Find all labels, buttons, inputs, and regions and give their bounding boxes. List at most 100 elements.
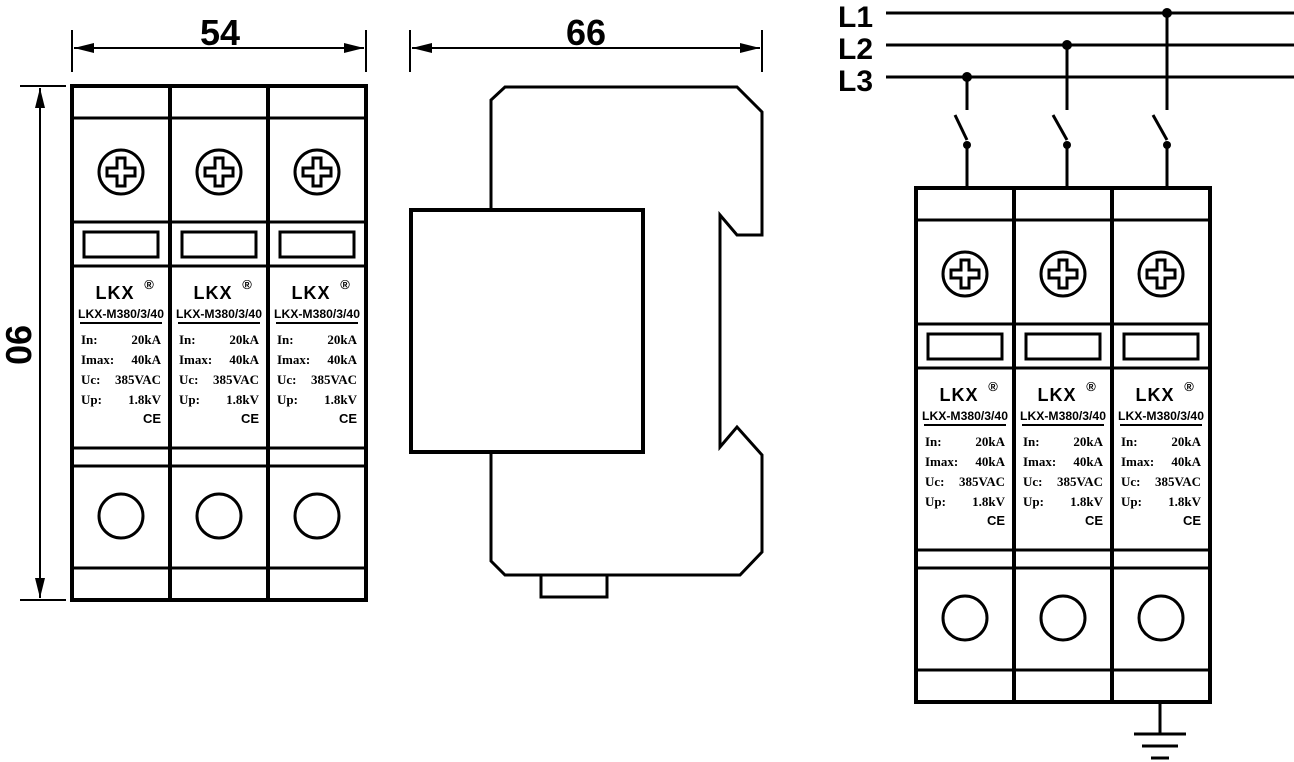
wired-status-window xyxy=(1024,332,1102,361)
front-spec-label: In: xyxy=(277,332,294,347)
switch-right xyxy=(1151,114,1169,141)
wired-status-window xyxy=(926,332,1004,361)
front-spec-value: 385VAC xyxy=(213,372,259,387)
front-ce-mark: CE xyxy=(241,411,259,426)
front-registered-mark: ® xyxy=(144,277,154,292)
wired-spec-label: Imax: xyxy=(1121,454,1154,469)
depth-label: 66 xyxy=(566,12,606,53)
wired-spec-value: 385VAC xyxy=(1155,474,1201,489)
side-view xyxy=(409,85,764,599)
front-spec-label: Uc: xyxy=(81,372,101,387)
wired-spec-value: 40kA xyxy=(1171,454,1201,469)
width-dimension: 54 xyxy=(71,12,367,72)
wired-brand: LKX xyxy=(1038,385,1077,405)
side-din-latch xyxy=(539,573,609,599)
switch-left xyxy=(953,114,969,141)
front-registered-mark: ® xyxy=(242,277,252,292)
wired-spec-label: Up: xyxy=(1023,494,1044,509)
front-spec-label: Up: xyxy=(277,392,298,407)
front-bottom-terminal xyxy=(97,492,145,540)
front-spec-label: Up: xyxy=(179,392,200,407)
wired-spec-value: 1.8kV xyxy=(1168,494,1201,509)
front-brand: LKX xyxy=(292,283,331,303)
front-brand: LKX xyxy=(194,283,233,303)
front-model: LKX-M380/3/40 xyxy=(274,309,360,321)
height-dimension: 90 xyxy=(0,85,66,601)
side-housing-outline xyxy=(489,85,764,577)
front-spec-value: 385VAC xyxy=(311,372,357,387)
front-bottom-terminal xyxy=(293,492,341,540)
wired-model: LKX-M380/3/40 xyxy=(1020,411,1106,423)
wired-spec-label: In: xyxy=(1023,434,1040,449)
wired-ce-mark: CE xyxy=(987,513,1005,528)
wired-spec-value: 385VAC xyxy=(959,474,1005,489)
phase-label-l2: L2 xyxy=(838,33,873,66)
phase-label-l1: L1 xyxy=(838,1,873,34)
ground-symbol xyxy=(1134,702,1186,760)
front-spec-value: 40kA xyxy=(327,352,357,367)
front-model: LKX-M380/3/40 xyxy=(78,309,164,321)
wired-spec-value: 385VAC xyxy=(1057,474,1103,489)
front-registered-mark: ® xyxy=(340,277,350,292)
front-spec-value: 20kA xyxy=(131,332,161,347)
wired-ce-mark: CE xyxy=(1183,513,1201,528)
depth-dimension: 66 xyxy=(409,12,763,72)
front-spec-label: In: xyxy=(81,332,98,347)
front-spec-value: 1.8kV xyxy=(324,392,357,407)
front-model: LKX-M380/3/40 xyxy=(176,309,262,321)
wired-spec-label: Up: xyxy=(925,494,946,509)
front-spec-label: Uc: xyxy=(277,372,297,387)
front-status-window xyxy=(180,230,258,259)
wired-ce-mark: CE xyxy=(1085,513,1103,528)
front-bottom-terminal xyxy=(195,492,243,540)
front-spec-label: Up: xyxy=(81,392,102,407)
wired-status-window xyxy=(1122,332,1200,361)
wired-spec-value: 20kA xyxy=(975,434,1005,449)
switch-middle xyxy=(1051,114,1069,141)
wired-registered-mark: ® xyxy=(1184,379,1194,394)
front-spec-label: Uc: xyxy=(179,372,199,387)
front-spec-value: 1.8kV xyxy=(226,392,259,407)
wired-screw-cross-icon xyxy=(1047,258,1079,290)
wired-spec-value: 40kA xyxy=(1073,454,1103,469)
wired-spec-label: Up: xyxy=(1121,494,1142,509)
wired-registered-mark: ® xyxy=(988,379,998,394)
front-status-window xyxy=(82,230,160,259)
wired-spec-label: Uc: xyxy=(1023,474,1043,489)
front-screw-cross-icon xyxy=(301,156,333,188)
wired-spec-label: Uc: xyxy=(1121,474,1141,489)
front-spec-value: 40kA xyxy=(229,352,259,367)
front-screw-cross-icon xyxy=(203,156,235,188)
phase-label-l3: L3 xyxy=(838,65,873,98)
front-spec-value: 20kA xyxy=(229,332,259,347)
wired-bottom-terminal xyxy=(1039,594,1087,642)
wired-bottom-terminal xyxy=(1137,594,1185,642)
height-label: 90 xyxy=(0,325,39,365)
front-spec-value: 1.8kV xyxy=(128,392,161,407)
front-status-window xyxy=(278,230,356,259)
wired-spec-value: 1.8kV xyxy=(972,494,1005,509)
wired-spec-label: Uc: xyxy=(925,474,945,489)
phase-lines: L1 L2 L3 xyxy=(838,1,1294,98)
width-label: 54 xyxy=(200,12,240,53)
wired-spec-value: 20kA xyxy=(1073,434,1103,449)
front-spec-value: 385VAC xyxy=(115,372,161,387)
wired-spec-label: Imax: xyxy=(925,454,958,469)
front-spec-label: Imax: xyxy=(277,352,310,367)
front-spec-label: Imax: xyxy=(179,352,212,367)
front-ce-mark: CE xyxy=(143,411,161,426)
wired-model: LKX-M380/3/40 xyxy=(922,411,1008,423)
front-brand: LKX xyxy=(96,283,135,303)
front-spec-label: In: xyxy=(179,332,196,347)
front-ce-mark: CE xyxy=(339,411,357,426)
front-screw-cross-icon xyxy=(105,156,137,188)
wired-spec-value: 40kA xyxy=(975,454,1005,469)
front-spec-value: 20kA xyxy=(327,332,357,347)
wired-bottom-terminal xyxy=(941,594,989,642)
wired-screw-cross-icon xyxy=(1145,258,1177,290)
wired-brand: LKX xyxy=(1136,385,1175,405)
side-front-cover xyxy=(409,208,645,454)
